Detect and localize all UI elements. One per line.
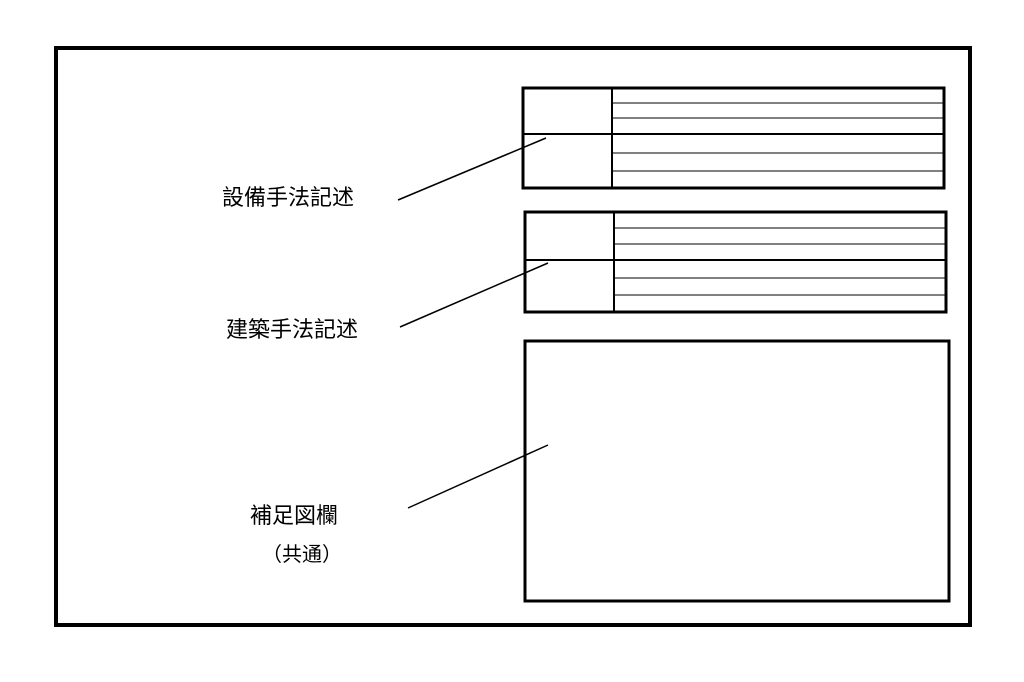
equipment-table-border (521, 86, 946, 190)
equipment-label: 設備手法記述 (222, 186, 354, 211)
architecture-label: 建築手法記述 (226, 318, 358, 343)
supplementary-label: 補足図欄 (250, 504, 338, 529)
architecture-leader-line (399, 262, 549, 328)
supplementary-leader-line (407, 444, 549, 509)
equipment-leader-line (397, 137, 547, 201)
equipment-table (521, 86, 946, 190)
architecture-table (523, 210, 948, 314)
sheet-frame (54, 46, 972, 627)
supplementary-note-label: （共通） (262, 542, 342, 566)
architecture-table-border (523, 210, 948, 314)
supplementary-drawing-box (523, 339, 951, 603)
